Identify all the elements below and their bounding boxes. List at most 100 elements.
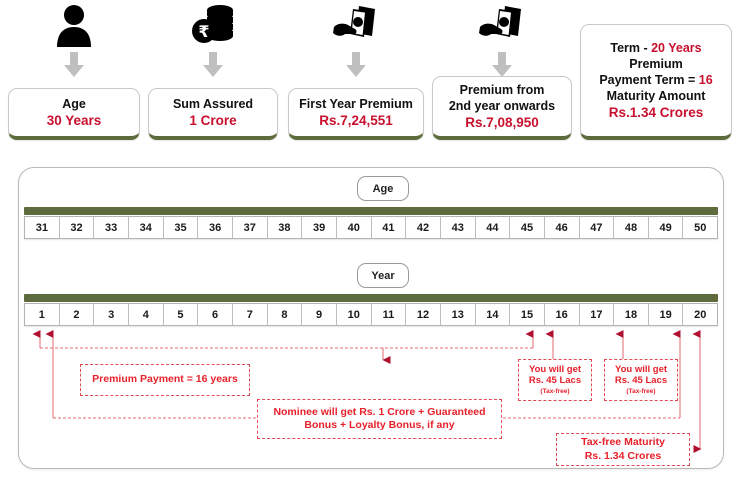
age-pill-label: Age <box>357 176 409 201</box>
year-cell-6: 6 <box>198 304 233 325</box>
year-pill-label: Year <box>357 263 409 288</box>
term-line: Term - 20 Years <box>585 40 727 56</box>
age-cell-36: 36 <box>198 217 233 238</box>
note-text-line3: (Tax-free) <box>626 388 656 396</box>
age-cell-46: 46 <box>545 217 580 238</box>
year-cell-3: 3 <box>94 304 129 325</box>
summary-box-sum-assured: Sum Assured 1 Crore <box>148 87 278 140</box>
summary-label-line2: 2nd year onwards <box>448 98 556 113</box>
summary-label: First Year Premium <box>299 96 413 111</box>
note-text-line2: Rs. 45 Lacs <box>614 375 668 387</box>
age-green-bar <box>24 207 718 215</box>
note-text-line1: Nominee will get Rs. 1 Crore + Guarantee… <box>273 405 486 418</box>
note-text-line1: You will get <box>528 363 582 375</box>
age-cell-50: 50 <box>694 221 707 234</box>
summary-label: Age <box>62 96 86 111</box>
term-value: 20 Years <box>651 40 702 55</box>
summary-item-sum-assured: ₹ Sum Assured 1 Crore <box>148 0 278 152</box>
summary-box-renewal-premium: Premium from 2nd year onwards Rs.7,08,95… <box>432 75 572 140</box>
year-cell-5: 5 <box>164 304 199 325</box>
note-text-line2: Rs. 45 Lacs <box>528 375 582 387</box>
summary-label-line1: Premium from <box>459 82 545 97</box>
summary-label: Sum Assured <box>172 96 254 111</box>
hand-cash-icon <box>288 2 424 48</box>
year-cell-12: 12 <box>406 304 441 325</box>
maturity-label: Maturity Amount <box>606 88 706 103</box>
note-tax-free-maturity: Tax-free Maturity Rs. 1.34 Crores <box>556 433 690 466</box>
age-cell-42: 42 <box>406 217 441 238</box>
note-text-line1: You will get <box>614 363 668 375</box>
age-cell-37: 37 <box>233 217 268 238</box>
age-cell-33: 33 <box>94 217 129 238</box>
year-cell-14: 14 <box>476 304 511 325</box>
year-cell-16: 16 <box>545 304 580 325</box>
premium-label: Premium <box>629 56 683 71</box>
year-cell-9: 9 <box>302 304 337 325</box>
age-cell-38: 38 <box>268 217 303 238</box>
year-cell-19: 19 <box>649 304 684 325</box>
summary-row: Age 30 Years <box>0 0 740 152</box>
year-cell-8: 8 <box>268 304 303 325</box>
summary-value: 30 Years <box>46 112 102 128</box>
age-cell-32: 32 <box>60 217 95 238</box>
year-green-bar <box>24 294 718 302</box>
down-arrow-icon <box>346 52 366 77</box>
maturity-value: Rs.1.34 Crores <box>608 104 704 120</box>
note-text: Premium Payment = 16 years <box>92 373 238 386</box>
age-cell-43: 43 <box>441 217 476 238</box>
note-premium-payment: Premium Payment = 16 years <box>80 364 250 396</box>
down-arrow-icon <box>492 52 512 77</box>
age-cell-39: 39 <box>302 217 337 238</box>
note-payout-year-16: You will get Rs. 45 Lacs (Tax-free) <box>518 359 592 401</box>
age-cell-44: 44 <box>476 217 511 238</box>
coins-rupee-icon: ₹ <box>148 2 278 48</box>
note-payout-year-18: You will get Rs. 45 Lacs (Tax-free) <box>604 359 678 401</box>
svg-text:₹: ₹ <box>198 22 209 41</box>
summary-item-age: Age 30 Years <box>8 0 140 152</box>
summary-box-first-year-premium: First Year Premium Rs.7,24,551 <box>288 87 424 140</box>
age-cell-48: 48 <box>614 217 649 238</box>
year-cell-17: 17 <box>580 304 615 325</box>
person-icon <box>8 2 140 48</box>
down-arrow-icon <box>64 52 84 77</box>
year-cell-20: 20 <box>694 308 707 321</box>
age-cell-40: 40 <box>337 217 372 238</box>
payment-term-line: Payment Term = 16 <box>585 72 727 88</box>
summary-value: Rs.7,08,950 <box>465 114 539 130</box>
note-text-line1: Tax-free Maturity <box>581 436 665 449</box>
term-label: Term - <box>610 40 652 55</box>
summary-item-renewal-premium: Premium from 2nd year onwards Rs.7,08,95… <box>432 0 572 152</box>
age-cell-47: 47 <box>580 217 615 238</box>
year-cell-4: 4 <box>129 304 164 325</box>
summary-item-first-year-premium: First Year Premium Rs.7,24,551 <box>288 0 424 152</box>
note-text-line2: Bonus + Loyalty Bonus, if any <box>304 419 455 431</box>
year-cell-11: 11 <box>372 304 407 325</box>
year-cell-7: 7 <box>233 304 268 325</box>
payment-term-value: 16 <box>698 72 713 87</box>
note-text-line2: Rs. 1.34 Crores <box>584 449 662 462</box>
hand-cash-icon <box>432 2 572 48</box>
summary-value: 1 Crore <box>189 112 237 128</box>
year-cell-1: 1 <box>25 304 60 325</box>
age-cell-41: 41 <box>372 217 407 238</box>
age-cell-45: 45 <box>510 217 545 238</box>
age-cell-35: 35 <box>164 217 199 238</box>
year-cell-2: 2 <box>60 304 95 325</box>
year-cell-15: 15 <box>510 304 545 325</box>
year-cell-13: 13 <box>441 304 476 325</box>
summary-box-term: Term - 20 Years Premium Payment Term = 1… <box>580 24 732 140</box>
payment-term-label: Payment Term = <box>599 72 699 87</box>
note-nominee-benefit: Nominee will get Rs. 1 Crore + Guarantee… <box>257 399 502 439</box>
note-text-line3: (Tax-free) <box>540 388 570 396</box>
summary-box-age: Age 30 Years <box>8 87 140 140</box>
down-arrow-icon <box>203 52 223 77</box>
year-cell-10: 10 <box>337 304 372 325</box>
year-cell-18: 18 <box>614 304 649 325</box>
summary-value: Rs.7,24,551 <box>319 112 393 128</box>
age-cell-31: 31 <box>25 217 60 238</box>
age-cell-49: 49 <box>649 217 684 238</box>
age-cell-34: 34 <box>129 217 164 238</box>
